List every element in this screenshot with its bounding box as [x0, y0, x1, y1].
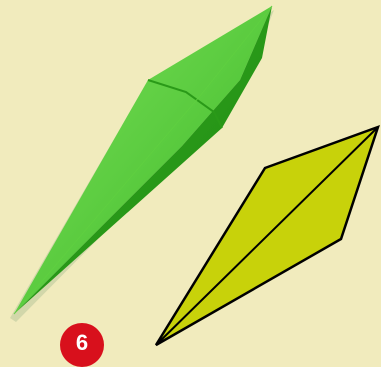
origami-step-panel: 6 — [0, 0, 381, 351]
diagram-center-line — [156, 127, 378, 345]
origami-illustration — [0, 0, 381, 351]
step-number-badge: 6 — [60, 323, 104, 367]
fold-diagram — [156, 127, 378, 345]
